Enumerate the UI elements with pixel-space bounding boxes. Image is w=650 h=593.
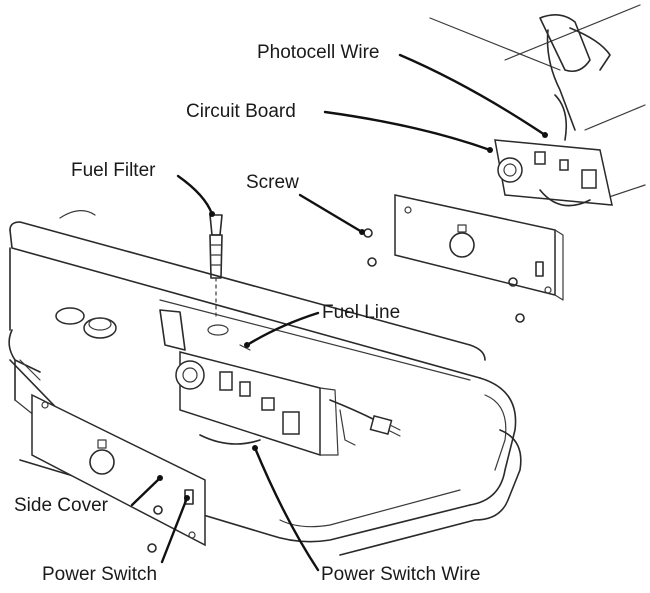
fuel-caps [55, 307, 117, 339]
side-cover-plate-upper [394, 194, 564, 301]
control-box [159, 309, 339, 457]
label-fuel-filter: Fuel Filter [71, 160, 156, 181]
label-side-cover: Side Cover [14, 495, 108, 516]
label-power-switch-wire: Power Switch Wire [321, 564, 481, 585]
circuit-board-drawing [494, 139, 613, 207]
fuel-filter-drawing [209, 214, 223, 321]
leader-lines [130, 53, 548, 572]
power-plug [329, 399, 401, 446]
screws-lower [147, 505, 163, 553]
label-screw: Screw [246, 172, 299, 193]
photocell-assembly [429, 4, 646, 201]
side-cover-plate-lower [31, 393, 206, 547]
label-photocell-wire: Photocell Wire [257, 42, 380, 63]
label-fuel-line: Fuel Line [322, 302, 401, 323]
label-power-switch: Power Switch [42, 564, 158, 585]
label-circuit-board: Circuit Board [186, 101, 296, 122]
